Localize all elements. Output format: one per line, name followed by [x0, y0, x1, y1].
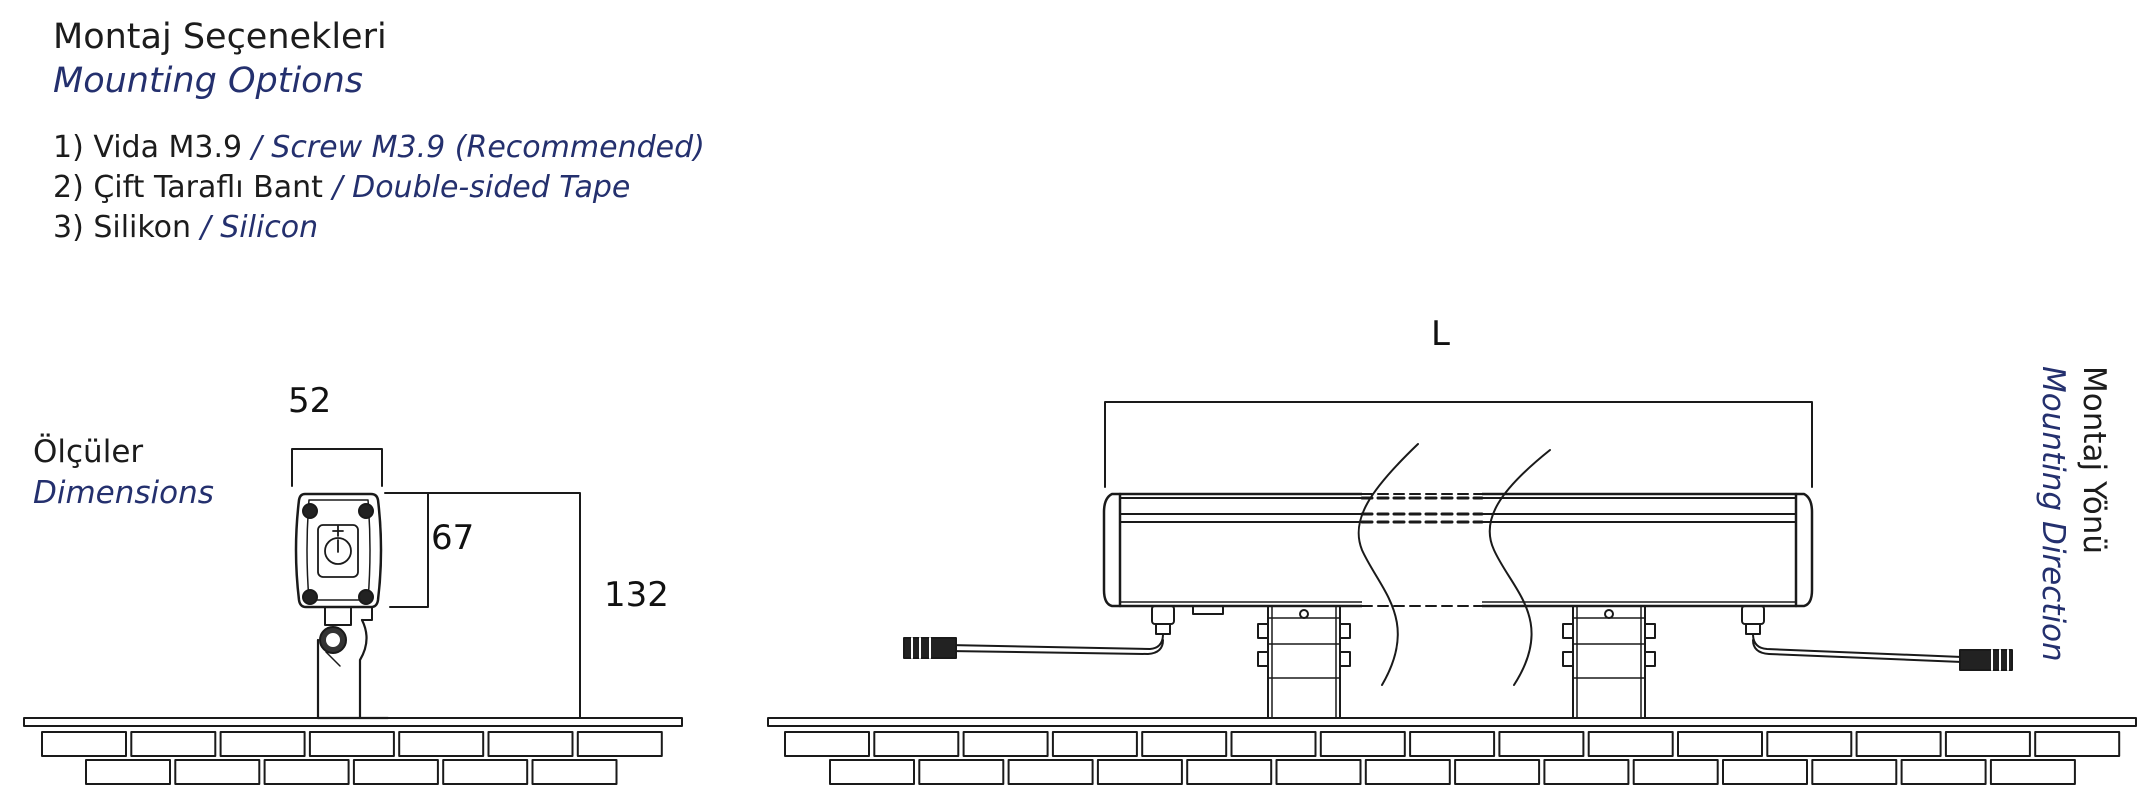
brick — [1722, 759, 1808, 785]
brick — [829, 759, 915, 785]
brick — [576, 731, 663, 757]
front-view — [767, 401, 2137, 727]
brick — [1319, 731, 1406, 757]
title-turkish: Montaj Seçenekleri — [53, 17, 387, 57]
brick — [1587, 731, 1674, 757]
brick — [1096, 759, 1183, 785]
mounting-option-2: 2) Çift Taraflı Bant / Double-sided Tape — [53, 173, 630, 203]
brick — [308, 731, 395, 757]
brick — [962, 731, 1049, 757]
brick — [219, 731, 306, 757]
option-label-tr: 3) Silikon — [53, 210, 192, 245]
dimension-width: 52 — [288, 381, 332, 421]
dimension-body-height: 67 — [431, 518, 475, 558]
brick — [487, 731, 574, 757]
brick — [1364, 759, 1451, 785]
mounting-bracket-right — [1562, 605, 1656, 719]
brick — [784, 731, 870, 757]
brick — [873, 731, 960, 757]
brick — [1141, 731, 1228, 757]
brick — [41, 731, 127, 757]
brick — [398, 731, 485, 757]
option-label-tr: 2) Çift Taraflı Bant — [53, 170, 323, 205]
brick — [1409, 731, 1496, 757]
title-english: Mounting Options — [53, 61, 363, 101]
brick — [1454, 759, 1541, 785]
side-view — [23, 448, 683, 727]
brick — [1677, 731, 1763, 757]
dimensions-label-tr: Ölçüler — [33, 434, 144, 470]
brick — [1989, 759, 2076, 785]
brick — [1230, 731, 1317, 757]
option-label-tr: 1) Vida M3.9 — [53, 130, 243, 165]
brick — [531, 759, 618, 785]
dimensions-label-en: Dimensions — [33, 475, 214, 511]
mounting-direction-tr: Montaj Yönü — [2076, 366, 2112, 555]
mounting-bracket-left — [1257, 605, 1351, 719]
brick — [1186, 759, 1273, 785]
dimension-total-height: 132 — [604, 575, 669, 615]
brick — [1007, 759, 1094, 785]
brick — [263, 759, 350, 785]
brick — [1944, 731, 2031, 757]
brick — [2034, 731, 2121, 757]
brick — [174, 759, 261, 785]
brick — [130, 731, 217, 757]
brick — [1632, 759, 1719, 785]
brick — [1855, 731, 1942, 757]
option-label-en: / Screw M3.9 (Recommended) — [242, 130, 705, 165]
dimension-length: L — [1431, 314, 1450, 354]
brick — [1498, 731, 1585, 757]
brick — [1543, 759, 1630, 785]
mounting-option-3: 3) Silikon / Silicon — [53, 213, 318, 243]
brick — [1811, 759, 1898, 785]
brick — [352, 759, 439, 785]
brick — [442, 759, 529, 785]
brick — [1051, 731, 1138, 757]
brick — [85, 759, 171, 785]
brick — [918, 759, 1005, 785]
option-label-en: / Silicon — [191, 210, 319, 245]
brick — [1900, 759, 1987, 785]
mounting-option-1: 1) Vida M3.9 / Screw M3.9 (Recommended) — [53, 133, 705, 163]
brick-wall — [41, 731, 2121, 785]
brick — [1275, 759, 1362, 785]
option-label-en: / Double-sided Tape — [322, 170, 631, 205]
brick — [1766, 731, 1853, 757]
mounting-direction-en: Mounting Direction — [2035, 366, 2071, 662]
